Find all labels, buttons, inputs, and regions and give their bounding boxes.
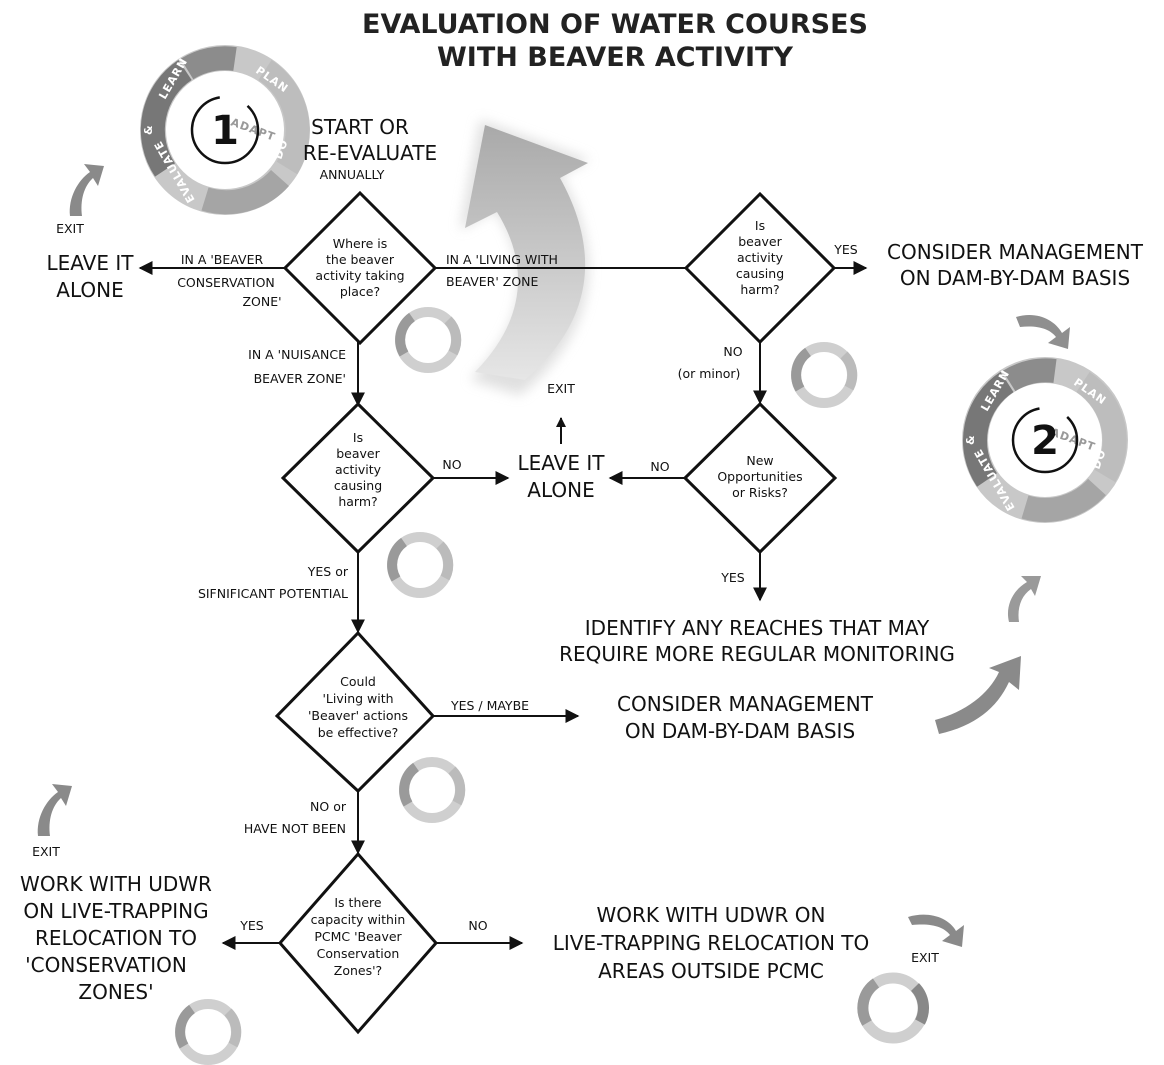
harm-mid-line: activity <box>335 462 382 477</box>
decision-new-opportunities: New Opportunities or Risks? <box>682 401 838 555</box>
where-line: place? <box>340 284 380 299</box>
new-opps-line: Opportunities <box>717 469 802 484</box>
edge-no-have-not: NO or <box>310 799 347 814</box>
start-sub: ANNUALLY <box>320 167 385 182</box>
harm-mid-line: beaver <box>336 446 380 461</box>
mini-cycle-icon <box>857 972 929 1044</box>
leave-left-line: LEAVE IT <box>47 251 135 275</box>
capacity-line: Zones'? <box>334 963 382 978</box>
consider-top-line: CONSIDER MANAGEMENT <box>887 240 1144 264</box>
cycle2-number: 2 <box>1031 418 1059 464</box>
work-left-line: WORK WITH UDWR <box>20 872 212 896</box>
cycle1-amp-label: & <box>142 124 155 135</box>
edge-no-have-not: HAVE NOT BEEN <box>244 821 346 836</box>
edge-conservation-zone: CONSERVATION <box>177 275 275 290</box>
identify-line: REQUIRE MORE REGULAR MONITORING <box>559 642 955 666</box>
work-right-line: LIVE-TRAPPING RELOCATION TO <box>553 931 870 955</box>
edge-no-new: NO <box>650 459 669 474</box>
work-left-line: ZONES' <box>78 980 153 1004</box>
could-line: 'Living with <box>322 691 393 706</box>
title-line-1: EVALUATION OF WATER COURSES <box>362 9 868 40</box>
could-line: 'Beaver' actions <box>308 708 408 723</box>
could-line: Could <box>340 674 376 689</box>
plan-do-cycle-1: LEARN PLAN DO EVALUATE & ADAPT 1 <box>140 45 310 215</box>
harm-top-line: beaver <box>738 234 782 249</box>
could-line: be effective? <box>318 725 399 740</box>
harm-mid-line: causing <box>334 478 382 493</box>
exit-label: EXIT <box>32 844 60 859</box>
cycle2-amp-label: & <box>964 434 977 445</box>
title-line-2: WITH BEAVER ACTIVITY <box>437 42 793 73</box>
new-opps-line: or Risks? <box>732 485 788 500</box>
edge-no-minor: (or minor) <box>678 366 741 381</box>
curved-arrow-icon <box>935 656 1021 734</box>
consider-mid-line: CONSIDER MANAGEMENT <box>617 692 874 716</box>
decision-where-activity: Where is the beaver activity taking plac… <box>282 190 438 346</box>
work-left-line: ON LIVE-TRAPPING <box>23 899 208 923</box>
edge-yes-capacity: YES <box>239 918 264 933</box>
where-line: activity taking <box>315 268 404 283</box>
exit-arrow-icon <box>37 784 72 836</box>
edge-no-mid: NO <box>442 457 461 472</box>
mini-cycle-icon <box>399 757 466 823</box>
decision-capacity-pcmc: Is there capacity within PCMC 'Beaver Co… <box>278 851 438 1035</box>
mini-cycle-icon <box>395 307 462 373</box>
decision-could-living-with-beaver: Could 'Living with 'Beaver' actions be e… <box>274 630 436 794</box>
edge-conservation-zone: IN A 'BEAVER <box>181 252 264 267</box>
edge-living-zone: BEAVER' ZONE <box>446 274 539 289</box>
edge-yes-top: YES <box>833 242 858 257</box>
harm-mid-line: harm? <box>338 494 377 509</box>
cycle1-number: 1 <box>211 108 239 154</box>
harm-top-line: causing <box>736 266 784 281</box>
decision-harm-top: Is beaver activity causing harm? <box>683 191 837 345</box>
start-line-2: RE-EVALUATE <box>303 141 437 165</box>
start-line-1: START OR <box>311 115 409 139</box>
new-opps-line: New <box>746 453 773 468</box>
where-line: Where is <box>333 236 388 251</box>
harm-top-line: activity <box>737 250 784 265</box>
work-right-line: AREAS OUTSIDE PCMC <box>598 959 824 983</box>
curved-arrow-icon <box>1016 314 1070 349</box>
capacity-line: capacity within <box>311 912 406 927</box>
edge-yes-new: YES <box>720 570 745 585</box>
edge-yes-maybe: YES / MAYBE <box>450 698 529 713</box>
mini-cycle-icon <box>791 342 858 408</box>
plan-do-cycle-2: LEARN PLAN DO EVALUATE & ADAPT 2 <box>962 357 1128 523</box>
big-return-arrow-icon <box>460 120 590 395</box>
edge-yes-significant: YES or <box>307 564 349 579</box>
work-right-line: WORK WITH UDWR ON <box>597 903 826 927</box>
identify-line: IDENTIFY ANY REACHES THAT MAY <box>585 616 930 640</box>
edge-nuisance-zone: IN A 'NUISANCE <box>248 347 346 362</box>
harm-mid-line: Is <box>353 430 363 445</box>
curved-arrow-icon <box>1007 576 1041 622</box>
capacity-line: Is there <box>334 895 382 910</box>
exit-label: EXIT <box>56 221 84 236</box>
mini-cycle-icon <box>387 532 454 598</box>
edge-living-zone: IN A 'LIVING WITH <box>446 252 558 267</box>
where-line: the beaver <box>326 252 395 267</box>
work-left-line: RELOCATION TO <box>35 926 197 950</box>
exit-label: EXIT <box>911 950 939 965</box>
work-left-line: 'CONSERVATION <box>25 953 187 977</box>
leave-left-line: ALONE <box>56 278 123 302</box>
exit-arrow-icon <box>908 914 964 947</box>
exit-arrow-icon <box>69 164 104 216</box>
leave-center-line: ALONE <box>527 478 594 502</box>
capacity-line: PCMC 'Beaver <box>314 929 402 944</box>
edge-no-minor: NO <box>723 344 742 359</box>
consider-mid-line: ON DAM-BY-DAM BASIS <box>625 719 855 743</box>
harm-top-line: harm? <box>740 282 779 297</box>
leave-center-line: LEAVE IT <box>518 451 606 475</box>
harm-top-line: Is <box>755 218 765 233</box>
mini-cycle-icon <box>175 999 242 1065</box>
decision-harm-mid: Is beaver activity causing harm? <box>280 401 436 555</box>
capacity-line: Conservation <box>317 946 400 961</box>
edge-conservation-zone: ZONE' <box>242 294 281 309</box>
consider-top-line: ON DAM-BY-DAM BASIS <box>900 266 1130 290</box>
exit-label: EXIT <box>547 381 575 396</box>
edge-nuisance-zone: BEAVER ZONE' <box>254 371 346 386</box>
edge-yes-significant: SIFNIFICANT POTENTIAL <box>198 586 348 601</box>
edge-no-capacity: NO <box>468 918 487 933</box>
